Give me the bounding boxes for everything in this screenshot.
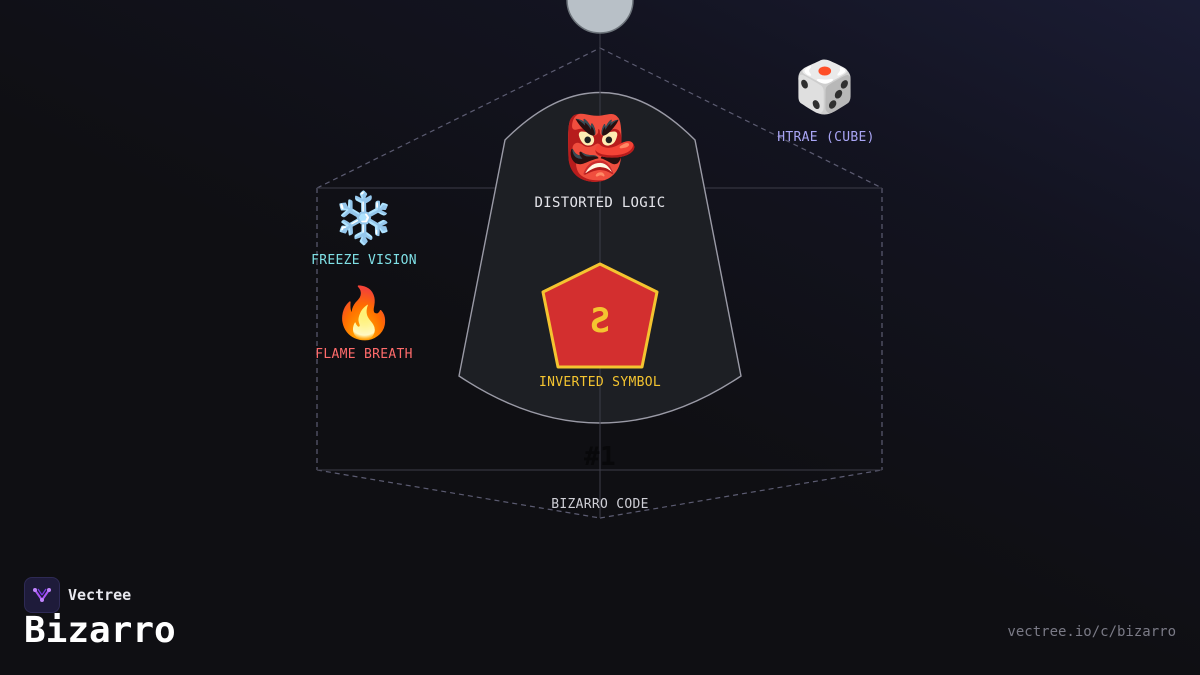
fire-icon: 🔥 [332, 284, 396, 342]
page-url[interactable]: vectree.io/c/bizarro [1007, 624, 1176, 640]
code-label: BIZARRO CODE [551, 497, 649, 512]
inverted-s-shield-icon [541, 262, 659, 369]
shield-glyph: S [590, 301, 610, 341]
outline-top-left [316, 47, 601, 189]
flame-label: FLAME BREATH [315, 347, 413, 362]
symbol-label: INVERTED SYMBOL [539, 375, 661, 390]
rank-label: #1 [584, 442, 616, 472]
brand[interactable]: Vectree [24, 577, 131, 613]
dice-icon: 🎲 [793, 58, 857, 116]
logic-label: DISTORTED LOGIC [534, 195, 666, 211]
outline-top-right [599, 47, 883, 189]
page-title: Bizarro [24, 610, 176, 651]
outline-bottom-left [316, 469, 601, 519]
cube-label: HTRAE (CUBE) [777, 130, 875, 145]
freeze-label: FREEZE VISION [311, 253, 417, 268]
outline-bottom-right [599, 469, 883, 519]
vectree-logo-icon [24, 577, 60, 613]
snowflake-icon: ❄️ [332, 189, 396, 247]
brand-name: Vectree [68, 586, 132, 604]
moon-circle-icon [566, 0, 634, 34]
goblin-mask-icon: 👺 [561, 111, 639, 184]
